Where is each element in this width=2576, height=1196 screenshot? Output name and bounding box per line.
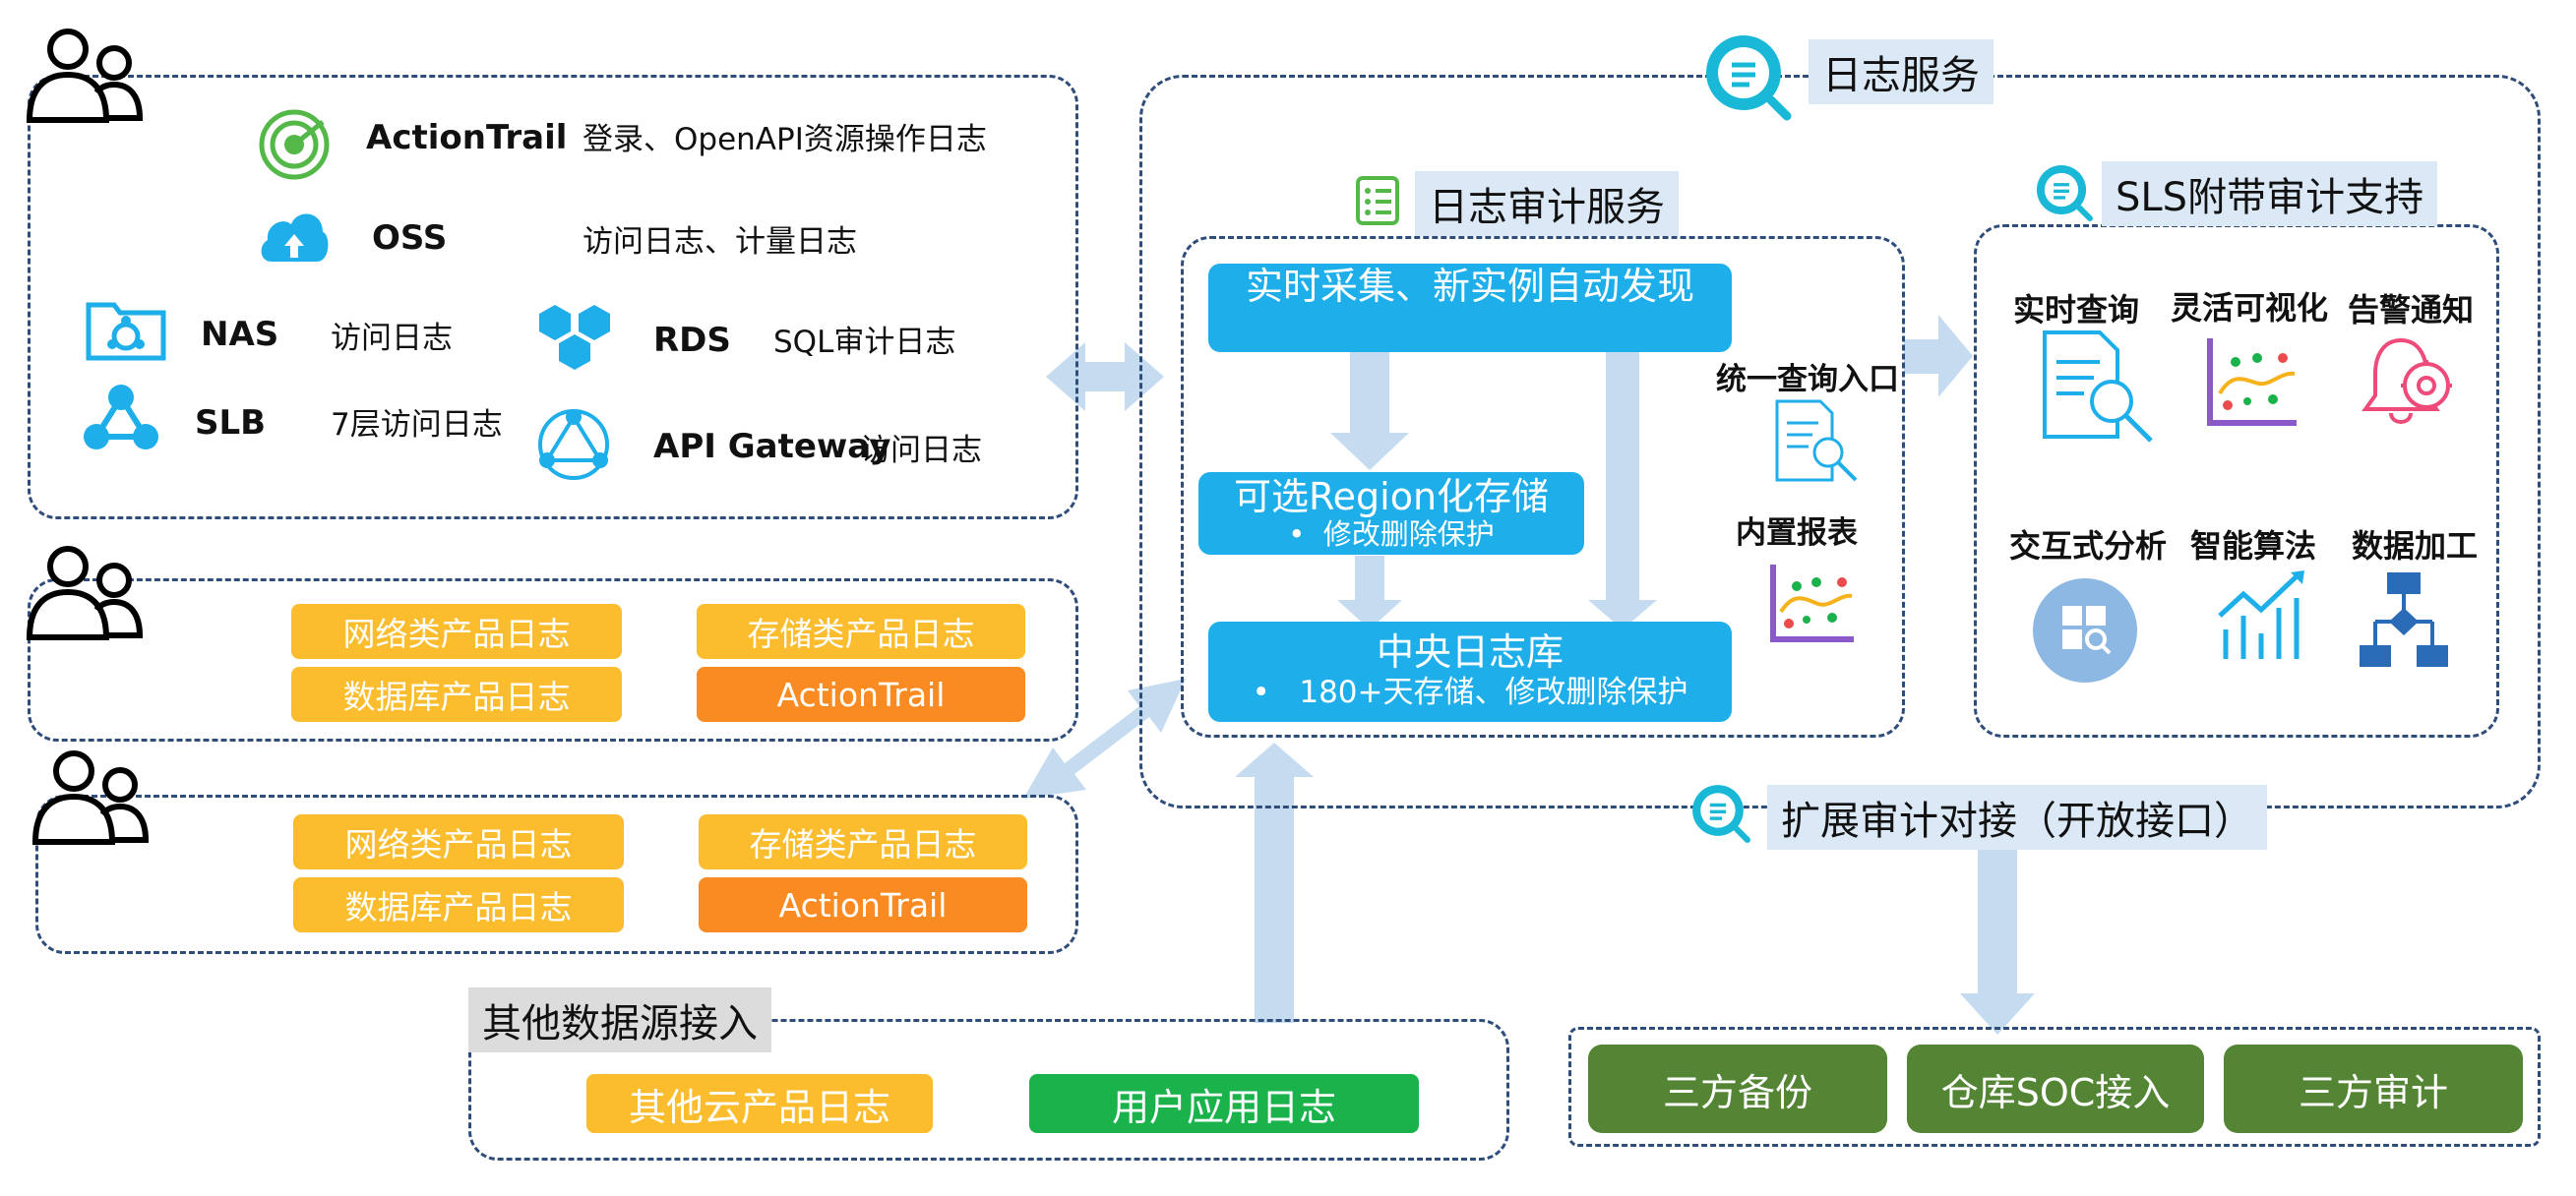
- account2-network-logs: 网络类产品日志: [291, 604, 622, 659]
- central-log-bullet: • 180+天存储、修改删除保护: [1252, 675, 1688, 710]
- user-app-logs: 用户应用日志: [1029, 1074, 1419, 1133]
- user-group-icon: [26, 29, 144, 123]
- account3-database-logs: 数据库产品日志: [293, 877, 624, 932]
- document-search-icon: [2043, 330, 2153, 443]
- other-cloud-logs: 其他云产品日志: [586, 1074, 933, 1133]
- feature-smart-algorithm: 智能算法: [2190, 527, 2317, 565]
- actiontrail-desc: 登录、OpenAPI资源操作日志: [583, 122, 987, 157]
- arrow-region-central: [1337, 556, 1402, 629]
- flow-icon: [2360, 572, 2448, 667]
- search-bubble-icon: [2036, 164, 2094, 222]
- realtime-collect-text: 实时采集、新实例自动发现: [1245, 265, 1694, 308]
- bell-gear-icon: [2361, 337, 2452, 424]
- other-sources-title: 其他数据源接入: [468, 987, 771, 1052]
- oss-desc: 访问日志、计量日志: [583, 224, 857, 260]
- account3-actiontrail: ActionTrail: [699, 877, 1027, 932]
- chart-icon: [1770, 565, 1854, 642]
- extension-box: [1568, 1027, 2541, 1147]
- reports-label: 内置报表: [1736, 515, 1858, 551]
- cloud-upload-icon: [261, 213, 329, 262]
- audit-service-title: 日志审计服务: [1415, 171, 1679, 236]
- central-log-title: 中央日志库: [1376, 630, 1564, 674]
- region-storage-bullet: • 修改删除保护: [1288, 517, 1495, 551]
- feature-alert: 告警通知: [2348, 291, 2475, 329]
- region-storage-box: 可选Region化存储 • 修改删除保护: [1198, 472, 1584, 555]
- log-service-title: 日志服务: [1809, 39, 1993, 104]
- search-bubble-icon: [1706, 35, 1792, 121]
- account3-storage-logs: 存储类产品日志: [699, 814, 1027, 869]
- arrow-collect-region: [1330, 349, 1409, 470]
- feature-interactive-analysis: 交互式分析: [2009, 527, 2168, 565]
- search-bubble-icon: [1692, 785, 1750, 843]
- audit-service-box: [1181, 236, 1905, 738]
- rds-label: RDS: [653, 321, 731, 360]
- account3-network-logs: 网络类产品日志: [293, 814, 624, 869]
- central-log-bullet-text: 180+天存储、修改删除保护: [1299, 675, 1688, 710]
- apigw-desc: 访问日志: [860, 433, 982, 468]
- query-entry-label: 统一查询入口: [1716, 362, 1899, 397]
- third-party-backup: 三方备份: [1588, 1045, 1887, 1133]
- double-arrow-diagonal: [1023, 679, 1186, 799]
- slb-desc: 7层访问日志: [331, 407, 503, 443]
- feature-data-processing: 数据加工: [2352, 527, 2479, 565]
- arrow-right-sls: [1904, 315, 1973, 397]
- arrow-collect-central: [1588, 349, 1657, 629]
- oss-label: OSS: [372, 218, 448, 258]
- radar-icon: [259, 109, 330, 180]
- document-search-icon: [1775, 399, 1858, 482]
- actiontrail-label: ActionTrail: [366, 118, 568, 157]
- third-party-audit: 三方审计: [2224, 1045, 2523, 1133]
- user-group-icon: [31, 750, 150, 845]
- arrow-up-other: [1235, 743, 1314, 1023]
- pie-analysis-icon: [2033, 578, 2137, 683]
- chart-icon: [2207, 338, 2297, 426]
- account2-database-logs: 数据库产品日志: [291, 667, 622, 722]
- arrow-down-ext: [1960, 838, 2035, 1035]
- triangle-nodes-icon: [538, 409, 609, 480]
- feature-realtime-query: 实时查询: [2013, 291, 2140, 329]
- account-3-box: [35, 795, 1078, 954]
- rds-desc: SQL审计日志: [773, 325, 956, 360]
- network-nodes-icon: [84, 385, 158, 449]
- apigw-label: API Gateway: [653, 427, 891, 466]
- list-icon: [1356, 176, 1399, 225]
- realtime-collect-box: 实时采集、新实例自动发现: [1208, 264, 1732, 352]
- warehouse-soc: 仓库SOC接入: [1907, 1045, 2204, 1133]
- feature-visualization: 灵活可视化: [2171, 289, 2329, 327]
- account-2-box: [28, 578, 1078, 742]
- honeycomb-icon: [539, 305, 610, 370]
- extension-title: 扩展审计对接（开放接口）: [1767, 785, 2267, 850]
- nas-desc: 访问日志: [331, 321, 453, 356]
- account-1-box: [28, 75, 1078, 519]
- slb-label: SLB: [195, 403, 267, 443]
- nas-label: NAS: [201, 315, 279, 354]
- central-log-box: 中央日志库 • 180+天存储、修改删除保护: [1208, 622, 1732, 722]
- user-group-icon: [26, 546, 144, 640]
- account2-actiontrail: ActionTrail: [697, 667, 1025, 722]
- folder-network-icon: [86, 302, 166, 361]
- region-storage-title: 可选Region化存储: [1233, 475, 1550, 518]
- region-storage-bullet-text: 修改删除保护: [1322, 517, 1495, 551]
- bar-trend-icon: [2218, 570, 2304, 659]
- other-sources-box: [468, 1019, 1509, 1161]
- account2-storage-logs: 存储类产品日志: [697, 604, 1025, 659]
- sls-support-title: SLS附带审计支持: [2102, 161, 2438, 226]
